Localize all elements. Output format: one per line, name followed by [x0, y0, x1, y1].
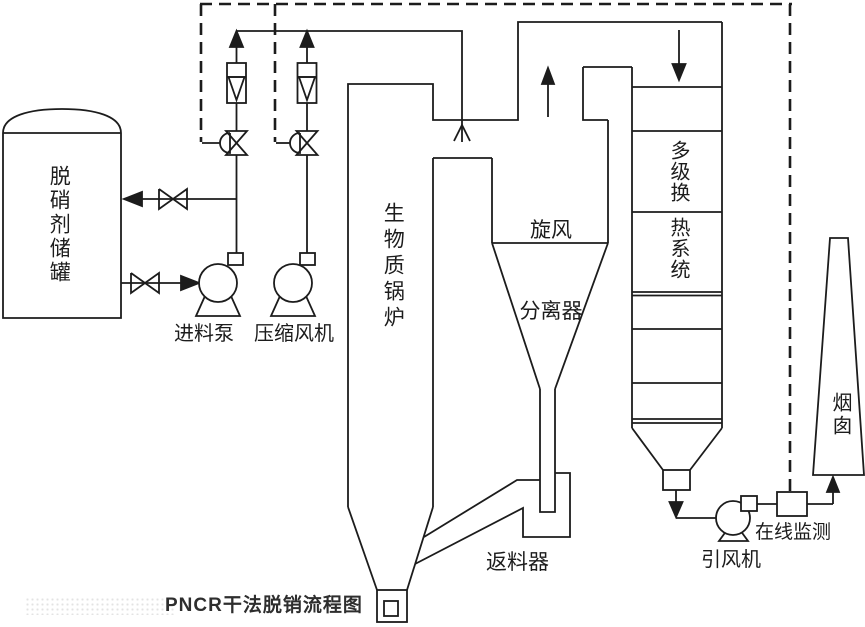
pump-icon — [198, 263, 238, 303]
heat-exchanger-label-lower: 热系统 — [667, 217, 689, 280]
cyclone-separator — [491, 65, 632, 390]
valve-actuator-icon — [219, 132, 231, 154]
online-monitor-label: 在线监测 — [755, 522, 832, 543]
injection-line-1 — [202, 28, 249, 253]
cyclone-label-line2: 分离器 — [519, 300, 583, 323]
return-feeder — [414, 389, 571, 565]
induced-draft-fan — [676, 474, 841, 542]
control-signal-dashed-lines — [199, 2, 792, 491]
valve-actuator-icon — [289, 132, 301, 154]
arrow-right-icon — [180, 274, 202, 292]
diagram-title: PNCR干法脱销流程图 — [165, 595, 363, 616]
injection-line-2 — [276, 28, 320, 253]
storage-tank-label: 脱硝剂储罐 — [47, 165, 71, 285]
valve-icon — [158, 187, 188, 211]
heat-exchanger-label-upper: 多级换 — [667, 140, 689, 203]
cyclone-label-line1: 旋风 — [530, 219, 572, 242]
control-valve-icon — [294, 130, 320, 156]
pump-icon — [273, 263, 313, 303]
biomass-boiler-label: 生物质锅炉 — [381, 202, 405, 332]
tank-piping — [121, 187, 237, 295]
compressor-fan — [269, 252, 317, 317]
cyclone-separator-label: 旋风 分离器 — [500, 163, 602, 379]
feed-pump-label: 进料泵 — [174, 323, 234, 345]
arrow-down-icon — [671, 63, 687, 83]
rotameter-icon — [296, 62, 318, 104]
control-valve-icon — [224, 130, 249, 156]
nozzle-arrow-icon — [453, 122, 471, 142]
rotameter-icon — [226, 62, 247, 104]
valve-icon — [130, 271, 160, 295]
arrow-up-icon — [299, 28, 315, 48]
induced-draft-fan-label: 引风机 — [701, 549, 761, 571]
injection-header — [236, 30, 471, 142]
feed-pump — [194, 252, 244, 317]
chimney-label: 烟囱 — [829, 392, 851, 438]
arrow-up-icon — [825, 474, 841, 493]
storage-tank — [2, 108, 122, 319]
watermark — [25, 597, 175, 615]
biomass-boiler — [347, 21, 722, 623]
online-monitor-box — [776, 491, 808, 517]
compressor-fan-label: 压缩风机 — [254, 323, 334, 345]
return-feeder-label: 返料器 — [486, 551, 549, 574]
heat-exchanger — [631, 22, 723, 520]
arrow-up-icon — [228, 28, 245, 48]
arrow-down-icon — [668, 501, 684, 520]
arrow-left-icon — [121, 190, 143, 208]
chimney — [812, 237, 865, 476]
arrow-up-icon — [540, 65, 556, 85]
